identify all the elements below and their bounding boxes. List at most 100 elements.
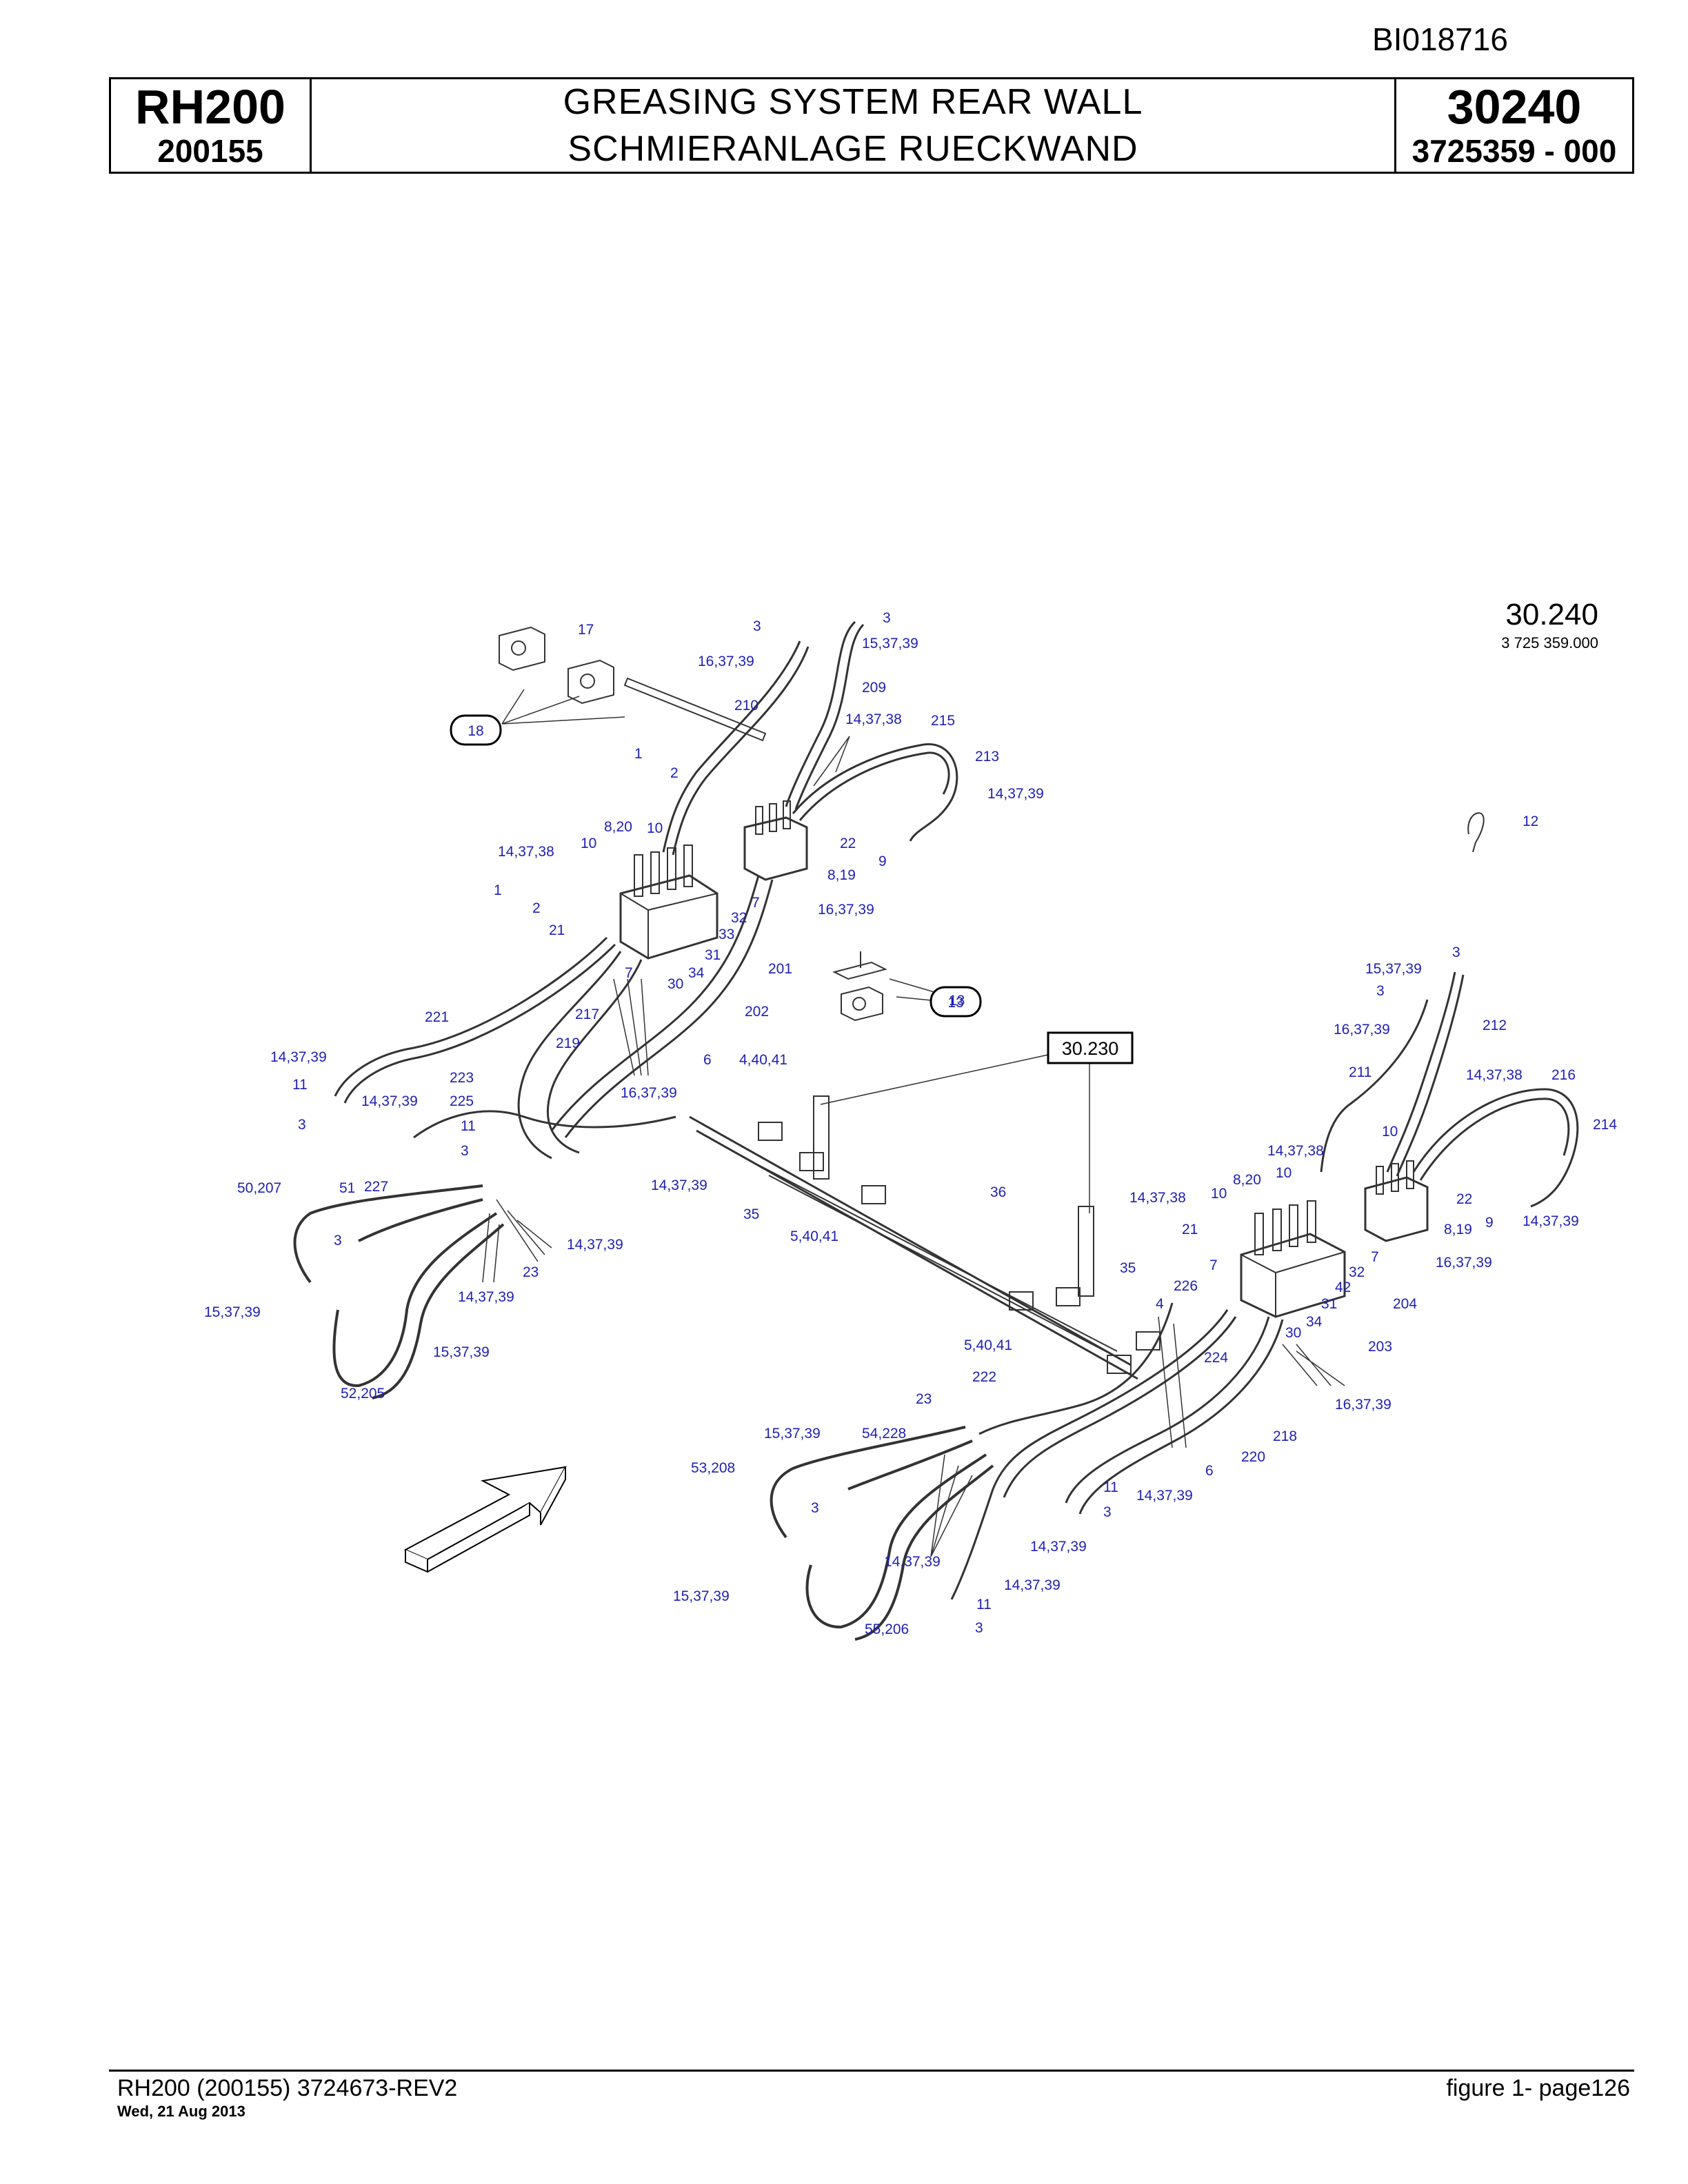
callout-label: 11 [292, 1077, 308, 1093]
callout-label: 5,40,41 [790, 1228, 838, 1244]
crossbar-tube [689, 1115, 1138, 1380]
callout-label: 16,37,39 [1436, 1255, 1492, 1271]
callout-label: 11 [461, 1118, 476, 1134]
callout-label: 10 [1276, 1165, 1292, 1181]
callout-label: 16,37,39 [1334, 1022, 1390, 1038]
callout-label: 3 [811, 1500, 819, 1516]
callout-label: 17 [578, 622, 594, 638]
callout-label: 8,19 [827, 867, 856, 883]
bracket-clamps-17 [499, 626, 767, 742]
callout-label: 8,20 [604, 819, 632, 835]
document-id: BI018716 [1372, 21, 1508, 57]
callout-label: 16,37,39 [698, 654, 754, 669]
callout-label: 30 [667, 976, 683, 992]
callout-label: 15,37,39 [204, 1304, 261, 1320]
callout-label: 13 [949, 993, 965, 1009]
callout-label: 224 [1204, 1350, 1228, 1366]
callout-label: 55,206 [865, 1621, 909, 1637]
callout-label: 32 [731, 910, 747, 926]
callout-label: 11 [976, 1597, 992, 1612]
callout-label: 14,37,39 [567, 1237, 623, 1253]
callout-label: 21 [549, 922, 565, 938]
link-box-label[interactable]: 30.230 [1062, 1038, 1119, 1059]
callout-label: 3 [1103, 1504, 1112, 1520]
footer-page: figure 1- page126 [1446, 2075, 1630, 2101]
callout-label: 36 [990, 1184, 1006, 1200]
callout-label: 53,208 [691, 1460, 735, 1476]
callout-label: 11 [1103, 1479, 1118, 1495]
callout-label: 221 [425, 1009, 449, 1025]
callout-label: 204 [1393, 1296, 1417, 1312]
callout-label: 6 [703, 1052, 712, 1068]
callout-label: 1 [494, 882, 502, 898]
callout-label: 15,37,39 [1365, 961, 1422, 977]
callout-label: 14,37,39 [1030, 1539, 1087, 1555]
callout-label: 14,37,39 [270, 1049, 327, 1065]
callout-label: 14,37,38 [498, 844, 554, 860]
callout-label: 5,40,41 [964, 1337, 1012, 1353]
callout-label: 10 [1211, 1186, 1227, 1202]
callout-label: 3 [334, 1233, 342, 1248]
callout-label: 8,19 [1444, 1222, 1472, 1237]
group-number: 30240 [1447, 80, 1582, 134]
callout-label: 212 [1483, 1018, 1507, 1033]
callout-label: 14,37,39 [1136, 1488, 1193, 1504]
callout-label: 12 [1523, 813, 1538, 829]
callout-label: 7 [1371, 1249, 1379, 1265]
callout-label: 203 [1368, 1339, 1392, 1355]
model-number: RH200 [135, 80, 285, 134]
footer-rule [109, 2070, 1634, 2072]
figure-reference: 30.240 3 725 359.000 [1501, 598, 1598, 651]
callout-label: 220 [1241, 1449, 1265, 1465]
callout-label: 7 [752, 895, 760, 911]
footer-doc-ref: RH200 (200155) 3724673-REV2 [117, 2075, 458, 2101]
callout-13: 13 [947, 995, 963, 1011]
figure-ref-sub: 3 725 359.000 [1501, 634, 1598, 651]
callout-label: 15,37,39 [862, 636, 918, 651]
right-lower-hoses [950, 1302, 1284, 1600]
callout-label: 50,207 [237, 1180, 281, 1196]
callout-label: 14,37,39 [1523, 1213, 1579, 1229]
callout-label: 3 [753, 618, 761, 634]
callout-label: 35 [1120, 1260, 1136, 1276]
callout-label: 15,37,39 [673, 1588, 730, 1604]
callout-label: 14,37,39 [458, 1289, 514, 1305]
direction-arrow [403, 1466, 567, 1573]
callout-label: 23 [523, 1264, 539, 1280]
callout-label: 14,37,38 [1267, 1143, 1324, 1159]
footer-date: Wed, 21 Aug 2013 [117, 2103, 245, 2120]
callout-label: 23 [916, 1391, 932, 1407]
callout-label: 3 [1452, 944, 1460, 960]
callout-label: 213 [975, 749, 999, 765]
vertical-rods [813, 1095, 1094, 1297]
callout-label: 217 [575, 1007, 599, 1022]
callout-label: 3 [975, 1620, 983, 1636]
callout-label: 30 [1285, 1325, 1301, 1341]
callout-label: 227 [364, 1179, 388, 1195]
model-cell: RH200 200155 [111, 79, 312, 172]
callout-label: 52,205 [341, 1386, 385, 1402]
distributor-block-lower-right [1240, 1160, 1429, 1318]
callout-label: 54,228 [862, 1426, 906, 1442]
callout-label: 31 [1321, 1296, 1337, 1312]
callout-18: 18 [468, 723, 483, 739]
callout-label: 10 [1382, 1124, 1398, 1140]
bottom-hose-loops [770, 1426, 994, 1641]
circled-callouts: 18 13 [450, 714, 982, 1018]
callout-label: 222 [972, 1369, 996, 1385]
lynch-pin-12 [1467, 812, 1485, 853]
callout-label: 219 [556, 1035, 580, 1051]
left-hose-loops [293, 1184, 505, 1399]
callout-label: 201 [768, 961, 792, 977]
callout-label: 10 [647, 820, 663, 836]
callout-label: 42 [1335, 1280, 1351, 1295]
callout-label: 7 [1209, 1257, 1218, 1273]
callout-label: 6 [1205, 1463, 1214, 1479]
callout-label: 32 [1349, 1264, 1365, 1280]
callout-label: 15,37,39 [433, 1344, 490, 1360]
callout-label: 4,40,41 [739, 1052, 787, 1068]
callout-label: 2 [670, 765, 679, 781]
callout-label: 22 [840, 836, 856, 851]
callout-label: 34 [1306, 1314, 1323, 1330]
